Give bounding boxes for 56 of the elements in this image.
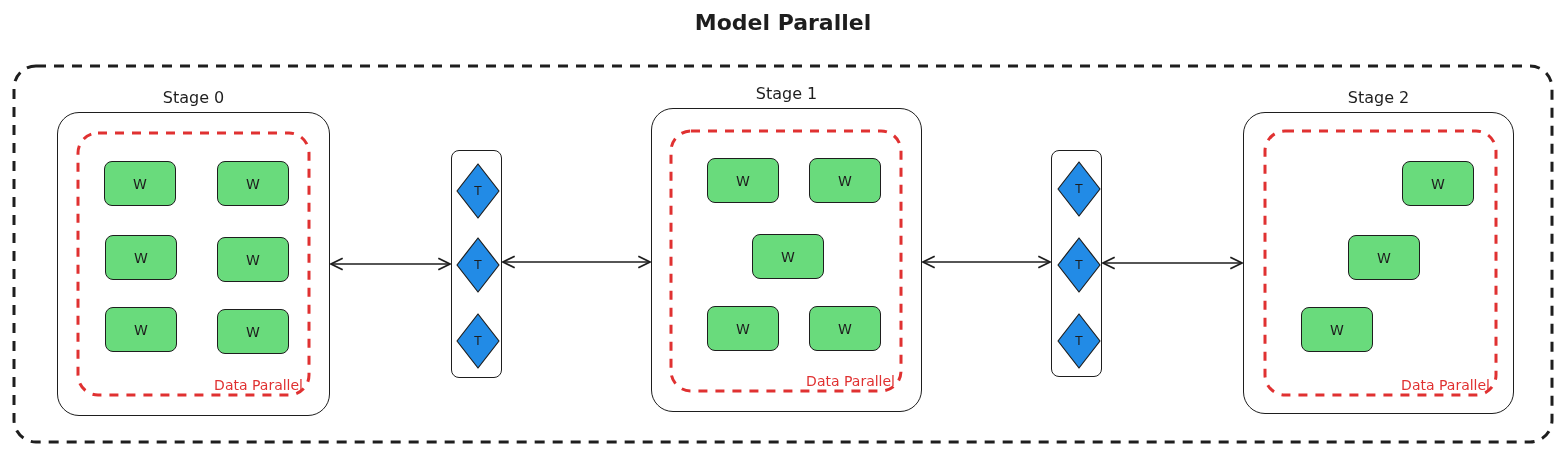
worker-box: [1301, 307, 1373, 352]
data-parallel-group: [1263, 129, 1498, 397]
worker-box: [1402, 161, 1474, 206]
worker-box: [809, 158, 881, 203]
node-label: W: [735, 320, 751, 337]
double-arrow: [922, 255, 1051, 269]
node-label: T: [473, 258, 483, 272]
node-label: W: [1329, 321, 1345, 338]
node-label: W: [245, 251, 261, 268]
stage-title: Stage 0: [161, 88, 226, 107]
node-label: W: [1376, 249, 1392, 266]
transfer-diamond: [456, 313, 500, 369]
node-label: W: [780, 248, 796, 265]
empty-box: [451, 150, 502, 378]
worker-box: [1348, 235, 1420, 280]
worker-box: [707, 158, 779, 203]
worker-box: [104, 161, 176, 206]
group-title: Model Parallel: [693, 10, 873, 35]
worker-box: [752, 234, 824, 279]
double-arrow: [330, 257, 451, 271]
transfer-diamond: [456, 237, 500, 293]
group-label: Data Parallel: [214, 377, 303, 393]
node-label: T: [473, 184, 483, 198]
double-arrow: [1102, 256, 1243, 270]
node-label: T: [1074, 258, 1084, 272]
double-arrow: [502, 255, 651, 269]
node-label: W: [735, 172, 751, 189]
transfer-diamond: [1057, 313, 1101, 369]
stage-title: Stage 2: [1346, 88, 1411, 107]
transfer-diamond: [1057, 161, 1101, 217]
worker-box: [105, 307, 177, 352]
node-label: W: [837, 172, 853, 189]
node-label: T: [473, 334, 483, 348]
stage-title: Stage 1: [754, 84, 819, 103]
node-label: W: [132, 175, 148, 192]
transfer-diamond: [1057, 237, 1101, 293]
worker-box: [809, 306, 881, 351]
node-label: W: [133, 321, 149, 338]
worker-box: [707, 306, 779, 351]
node-label: T: [1074, 182, 1084, 196]
node-label: W: [245, 175, 261, 192]
transfer-diamond: [456, 163, 500, 219]
worker-box: [105, 235, 177, 280]
worker-box: [217, 237, 289, 282]
worker-box: [217, 309, 289, 354]
empty-box: [1051, 150, 1102, 377]
group-label: Data Parallel: [806, 373, 895, 389]
node-label: T: [1074, 334, 1084, 348]
data-parallel-group: [669, 129, 903, 393]
group-label: Data Parallel: [1401, 377, 1490, 393]
node-label: W: [1430, 175, 1446, 192]
node-label: W: [245, 323, 261, 340]
node-label: W: [837, 320, 853, 337]
data-parallel-group: [76, 131, 311, 397]
node-label: W: [133, 249, 149, 266]
worker-box: [217, 161, 289, 206]
